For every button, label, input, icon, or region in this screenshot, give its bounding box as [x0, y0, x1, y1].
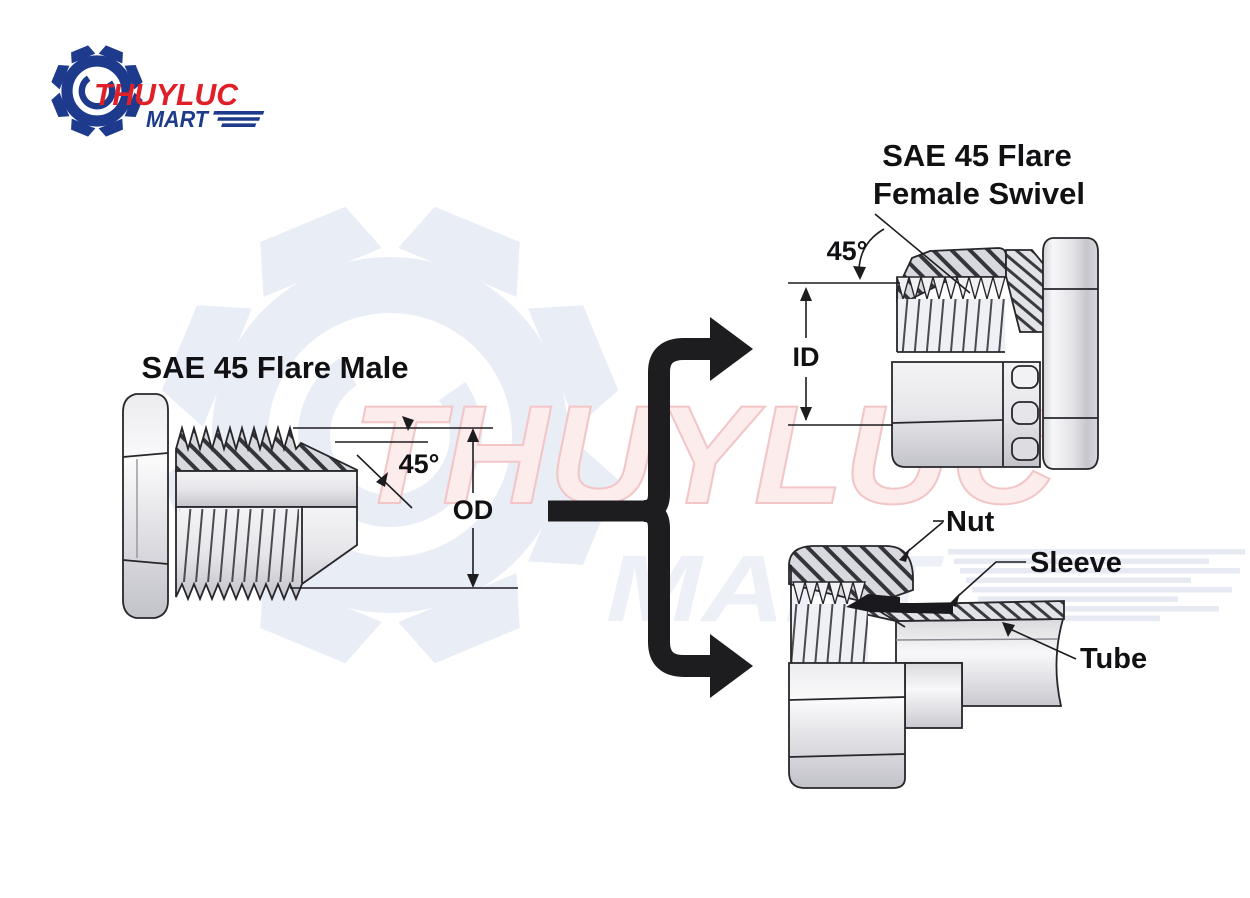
male-angle-label: 45°: [399, 449, 440, 479]
assembly-labels: Nut Sleeve Tube: [899, 506, 1147, 675]
female-angle-label: 45°: [827, 236, 868, 266]
watermark-speed-lines: [948, 549, 1245, 621]
logo-sub-text: MART: [146, 106, 210, 132]
nut-label: Nut: [946, 506, 995, 538]
female-seat-section: [1005, 249, 1046, 333]
logo: THUYLUC MART: [50, 44, 265, 138]
sleeve-label: Sleeve: [1030, 547, 1122, 579]
male-bore: [175, 470, 358, 508]
female-title-line2: Female Swivel: [873, 176, 1085, 211]
logo-brand-text: THUYLUC: [94, 77, 239, 112]
male-title: SAE 45 Flare Male: [141, 350, 408, 385]
female-id-label: ID: [793, 342, 820, 372]
tube-collar: [904, 662, 963, 729]
male-od-label: OD: [453, 495, 494, 525]
branch-arrow-icon: [548, 317, 753, 698]
female-dimensions: 45° ID: [788, 213, 971, 426]
female-title-line1: SAE 45 Flare: [882, 138, 1072, 173]
logo-speed-lines-icon: [213, 111, 265, 128]
male-upper-threads-section: [175, 424, 358, 472]
male-hex-head: [122, 393, 169, 619]
male-dimensions: 45° OD: [290, 416, 518, 589]
nut-hex-body: [788, 662, 906, 789]
male-fitting-drawing: [122, 393, 358, 619]
tube-label: Tube: [1080, 643, 1147, 675]
assembly-drawing: [788, 545, 1065, 789]
female-swivel-hex: [1042, 237, 1099, 470]
sleeve-part: [846, 594, 953, 614]
female-swivel-drawing: [891, 237, 1099, 470]
